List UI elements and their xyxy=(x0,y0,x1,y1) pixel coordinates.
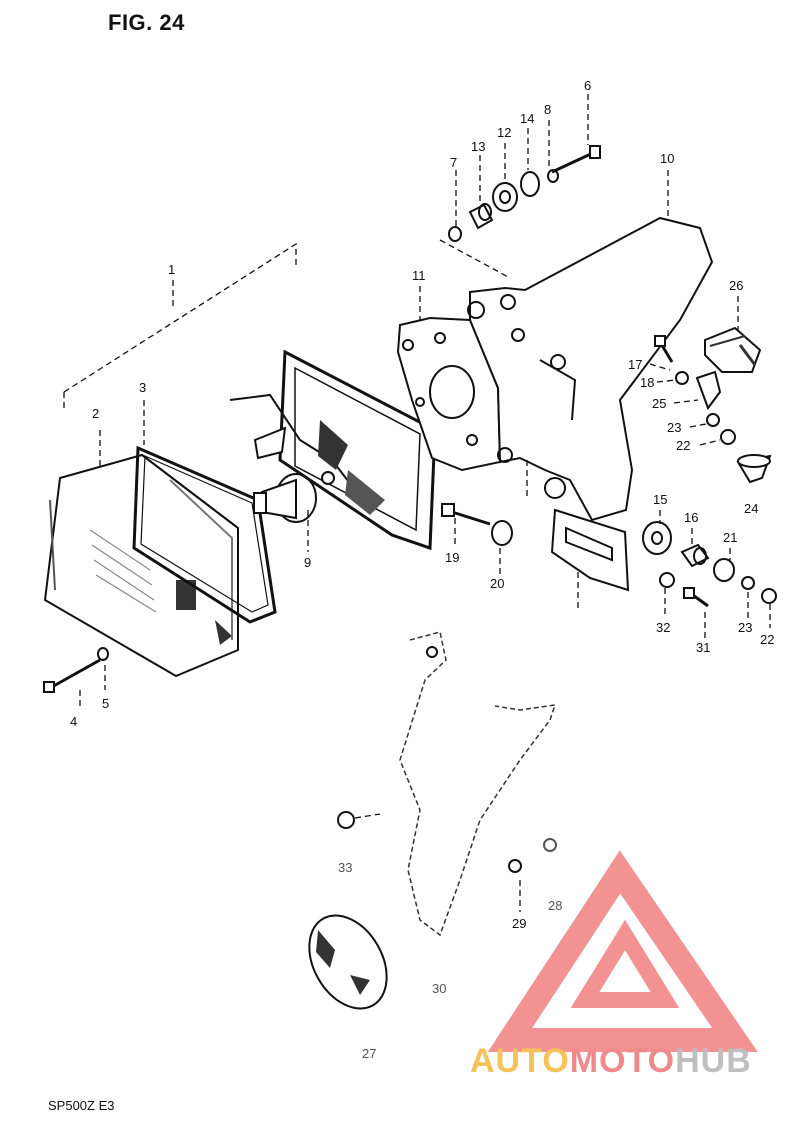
callout-28: 28 xyxy=(548,898,562,913)
figure-title: FIG. 24 xyxy=(108,10,185,35)
collar-16 xyxy=(680,543,710,568)
cap-24 xyxy=(736,454,772,484)
washer-20 xyxy=(491,520,513,546)
callout-30: 30 xyxy=(432,981,446,996)
watermark-text-hub: HUB xyxy=(675,1042,752,1080)
lamp-gasket xyxy=(132,445,277,624)
callout-11: 11 xyxy=(412,268,426,283)
callout-labels: 1 2 3 4 5 6 7 8 9 10 11 12 13 14 15 16 1… xyxy=(70,78,774,1061)
watermark-text-moto: MOTO xyxy=(569,1042,676,1080)
watermark-text-auto: AUTO xyxy=(470,1042,570,1080)
callout-24: 24 xyxy=(744,501,758,516)
callout-1: 1 xyxy=(168,262,175,277)
callout-12: 12 xyxy=(497,125,511,140)
tail-lamp-housing xyxy=(43,453,239,678)
watermark-text: AUTOMOTOHUB xyxy=(470,1042,752,1081)
callout-21: 21 xyxy=(723,530,737,545)
nut-22 xyxy=(720,429,736,445)
washer-23b xyxy=(741,576,755,590)
callout-19: 19 xyxy=(445,550,459,565)
callout-22-lower: 22 xyxy=(760,632,774,647)
callout-15: 15 xyxy=(653,492,667,507)
callout-32: 32 xyxy=(656,620,670,635)
callout-26: 26 xyxy=(729,278,743,293)
part-25 xyxy=(695,370,722,411)
washer-8 xyxy=(547,169,559,183)
washer-7 xyxy=(448,226,462,242)
lamp-base-plate xyxy=(229,349,437,551)
bolt-6 xyxy=(551,145,601,174)
bolt-31 xyxy=(683,587,709,608)
nut-22b xyxy=(761,588,777,604)
grommet-15 xyxy=(642,521,672,555)
leader-lines xyxy=(63,94,771,912)
bulb xyxy=(253,473,317,523)
callout-14: 14 xyxy=(520,111,534,126)
watermark-logo xyxy=(487,850,758,1052)
footer-code: SP500Z E3 xyxy=(48,1098,115,1113)
washer-5 xyxy=(97,647,109,661)
callout-18: 18 xyxy=(640,375,654,390)
washer-14 xyxy=(520,171,540,197)
callout-23-lower: 23 xyxy=(738,620,752,635)
callout-27: 27 xyxy=(362,1046,376,1061)
part-33 xyxy=(337,811,355,829)
washer-18 xyxy=(675,371,689,385)
license-plate-holder xyxy=(399,631,557,937)
knob-26 xyxy=(704,326,762,373)
washer-32 xyxy=(659,572,675,588)
callout-31: 31 xyxy=(696,640,710,655)
bolt-19 xyxy=(441,503,491,526)
part-28 xyxy=(543,838,557,852)
nut-12 xyxy=(492,182,518,212)
callout-16: 16 xyxy=(684,510,698,525)
callout-7: 7 xyxy=(450,155,457,170)
callout-22-upper: 22 xyxy=(676,438,690,453)
callout-13: 13 xyxy=(471,139,485,154)
reflector xyxy=(308,914,388,1010)
callout-33: 33 xyxy=(338,860,352,875)
screw-4 xyxy=(43,658,101,693)
license-bracket-plate xyxy=(550,508,630,592)
callout-10: 10 xyxy=(660,151,674,166)
callout-8: 8 xyxy=(544,102,551,117)
callout-3: 3 xyxy=(139,380,146,395)
callout-2: 2 xyxy=(92,406,99,421)
callout-9: 9 xyxy=(304,555,311,570)
washer-23 xyxy=(706,413,720,427)
callout-23-upper: 23 xyxy=(667,420,681,435)
callout-4: 4 xyxy=(70,714,77,729)
lamp-bracket xyxy=(396,316,502,472)
washer-21 xyxy=(713,558,735,582)
callout-29: 29 xyxy=(512,916,526,931)
rear-fender xyxy=(467,216,714,522)
callout-25: 25 xyxy=(652,396,666,411)
part-29 xyxy=(508,859,522,873)
callout-5: 5 xyxy=(102,696,109,711)
callout-6: 6 xyxy=(584,78,591,93)
callout-20: 20 xyxy=(490,576,504,591)
bolt-17 xyxy=(654,335,674,363)
callout-17: 17 xyxy=(628,357,642,372)
collar-13 xyxy=(468,203,494,230)
